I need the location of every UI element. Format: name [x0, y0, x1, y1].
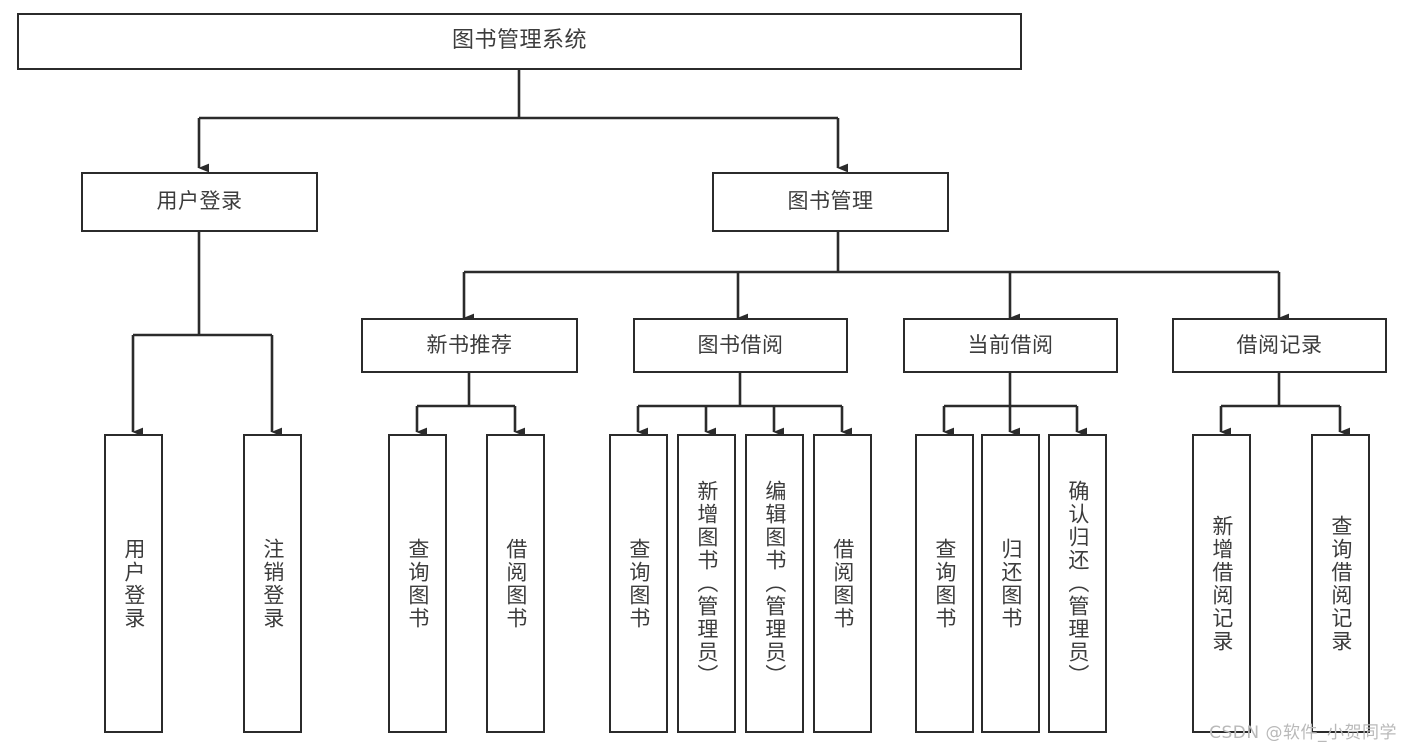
node-user-login[interactable]: 用户登录 — [81, 172, 318, 232]
csdn-watermark: CSDN @软件_小贺同学 — [1209, 723, 1397, 743]
leaf-user-login[interactable]: 用户登录 — [104, 434, 163, 733]
node-label: 图书借阅 — [697, 332, 784, 357]
node-label: 借阅图书 — [830, 537, 855, 630]
leaf-borrow-book-borrow[interactable]: 借阅图书 — [813, 434, 872, 733]
node-label: 当前借阅 — [967, 332, 1054, 357]
node-label: 新书推荐 — [426, 332, 513, 357]
leaf-confirm-return-admin[interactable]: 确认归还（管理员） — [1048, 434, 1107, 733]
node-label: 查询图书 — [932, 537, 957, 630]
leaf-query-book-recommend[interactable]: 查询图书 — [388, 434, 447, 733]
node-label: 注销登录 — [260, 537, 285, 630]
node-label: 用户登录 — [121, 537, 146, 630]
node-label: 借阅图书 — [503, 537, 528, 630]
leaf-query-book-current[interactable]: 查询图书 — [915, 434, 974, 733]
leaf-borrow-book-recommend[interactable]: 借阅图书 — [486, 434, 545, 733]
node-label: 新增借阅记录 — [1209, 514, 1234, 653]
node-label: 用户登录 — [156, 189, 243, 214]
node-new-book-recommend[interactable]: 新书推荐 — [361, 318, 578, 373]
node-label: 编辑图书（管理员） — [762, 480, 787, 687]
node-label: 确认归还（管理员） — [1065, 480, 1090, 687]
node-book-borrow[interactable]: 图书借阅 — [633, 318, 848, 373]
node-label: 查询借阅记录 — [1328, 514, 1353, 653]
node-book-management[interactable]: 图书管理 — [712, 172, 949, 232]
node-label: 图书管理 — [787, 189, 874, 214]
leaf-query-borrow-record[interactable]: 查询借阅记录 — [1311, 434, 1370, 733]
node-label: 查询图书 — [405, 537, 430, 630]
leaf-return-book[interactable]: 归还图书 — [981, 434, 1040, 733]
leaf-query-book-borrow[interactable]: 查询图书 — [609, 434, 668, 733]
leaf-add-book-admin[interactable]: 新增图书（管理员） — [677, 434, 736, 733]
leaf-edit-book-admin[interactable]: 编辑图书（管理员） — [745, 434, 804, 733]
node-borrow-record[interactable]: 借阅记录 — [1172, 318, 1387, 373]
leaf-add-borrow-record[interactable]: 新增借阅记录 — [1192, 434, 1251, 733]
leaf-user-logout[interactable]: 注销登录 — [243, 434, 302, 733]
node-label: 借阅记录 — [1236, 332, 1323, 357]
node-label: 新增图书（管理员） — [694, 480, 719, 687]
node-label: 图书管理系统 — [451, 28, 587, 54]
node-label: 查询图书 — [626, 537, 651, 630]
node-label: 归还图书 — [998, 537, 1023, 630]
node-root-book-management-system[interactable]: 图书管理系统 — [17, 13, 1022, 70]
node-current-borrow[interactable]: 当前借阅 — [903, 318, 1118, 373]
